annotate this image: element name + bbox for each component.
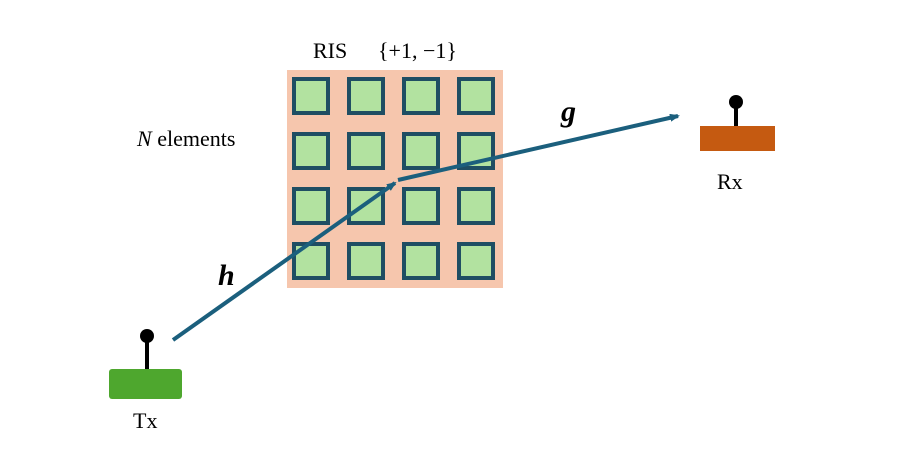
ris-element (347, 77, 385, 115)
ris-element (347, 242, 385, 280)
channel-h-arrow (171, 181, 397, 342)
ris-label: RIS (313, 38, 347, 63)
rx-label: Rx (717, 169, 743, 194)
ris-element (402, 242, 440, 280)
ris-element (457, 132, 495, 170)
ris-phase-set: {+1, −1} (378, 38, 457, 63)
ris-element (292, 132, 330, 170)
ris-element (292, 77, 330, 115)
channel-g-label: g (560, 95, 576, 128)
ris-element-grid (292, 77, 495, 280)
tx-antenna (109, 329, 182, 399)
rx-box (700, 126, 775, 151)
tx-box (109, 369, 182, 399)
ris-element (457, 77, 495, 115)
ris-element (292, 242, 330, 280)
elements-label: N elements (136, 126, 235, 151)
rx-antenna (700, 95, 775, 151)
channel-g-arrow (397, 113, 680, 182)
ris-element (457, 242, 495, 280)
ris-element (347, 187, 385, 225)
ris-element (402, 77, 440, 115)
elements-count-var: N (136, 126, 153, 151)
tx-label: Tx (133, 408, 157, 433)
ris-element (457, 187, 495, 225)
tx-antenna-tip (140, 329, 154, 343)
ris-element (402, 187, 440, 225)
ris-element (402, 132, 440, 170)
rx-antenna-tip (729, 95, 743, 109)
elements-count-text: elements (152, 126, 236, 151)
ris-element (347, 132, 385, 170)
channel-h-label: h (218, 259, 235, 292)
ris-element (292, 187, 330, 225)
